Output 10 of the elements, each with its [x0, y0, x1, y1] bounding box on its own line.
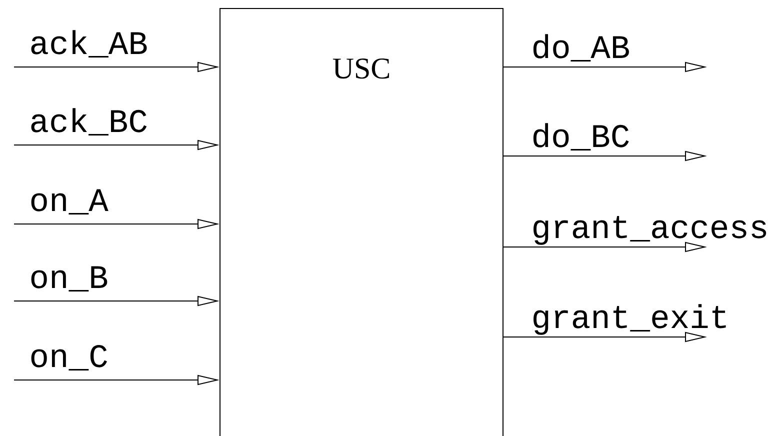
- signal-label: on_C: [31, 344, 107, 371]
- signal-label: ack_BC: [31, 108, 147, 136]
- signal-label: ack_AB: [31, 30, 147, 58]
- signal-label: grant_exit: [534, 304, 726, 335]
- block-box: USC: [220, 8, 504, 436]
- signal-label: on_A: [31, 189, 108, 215]
- signal-label: do_AB: [533, 34, 629, 62]
- signal-label: do_BC: [533, 123, 629, 151]
- signal-label: on_B: [31, 266, 108, 292]
- signal-label: grant_access: [534, 216, 766, 245]
